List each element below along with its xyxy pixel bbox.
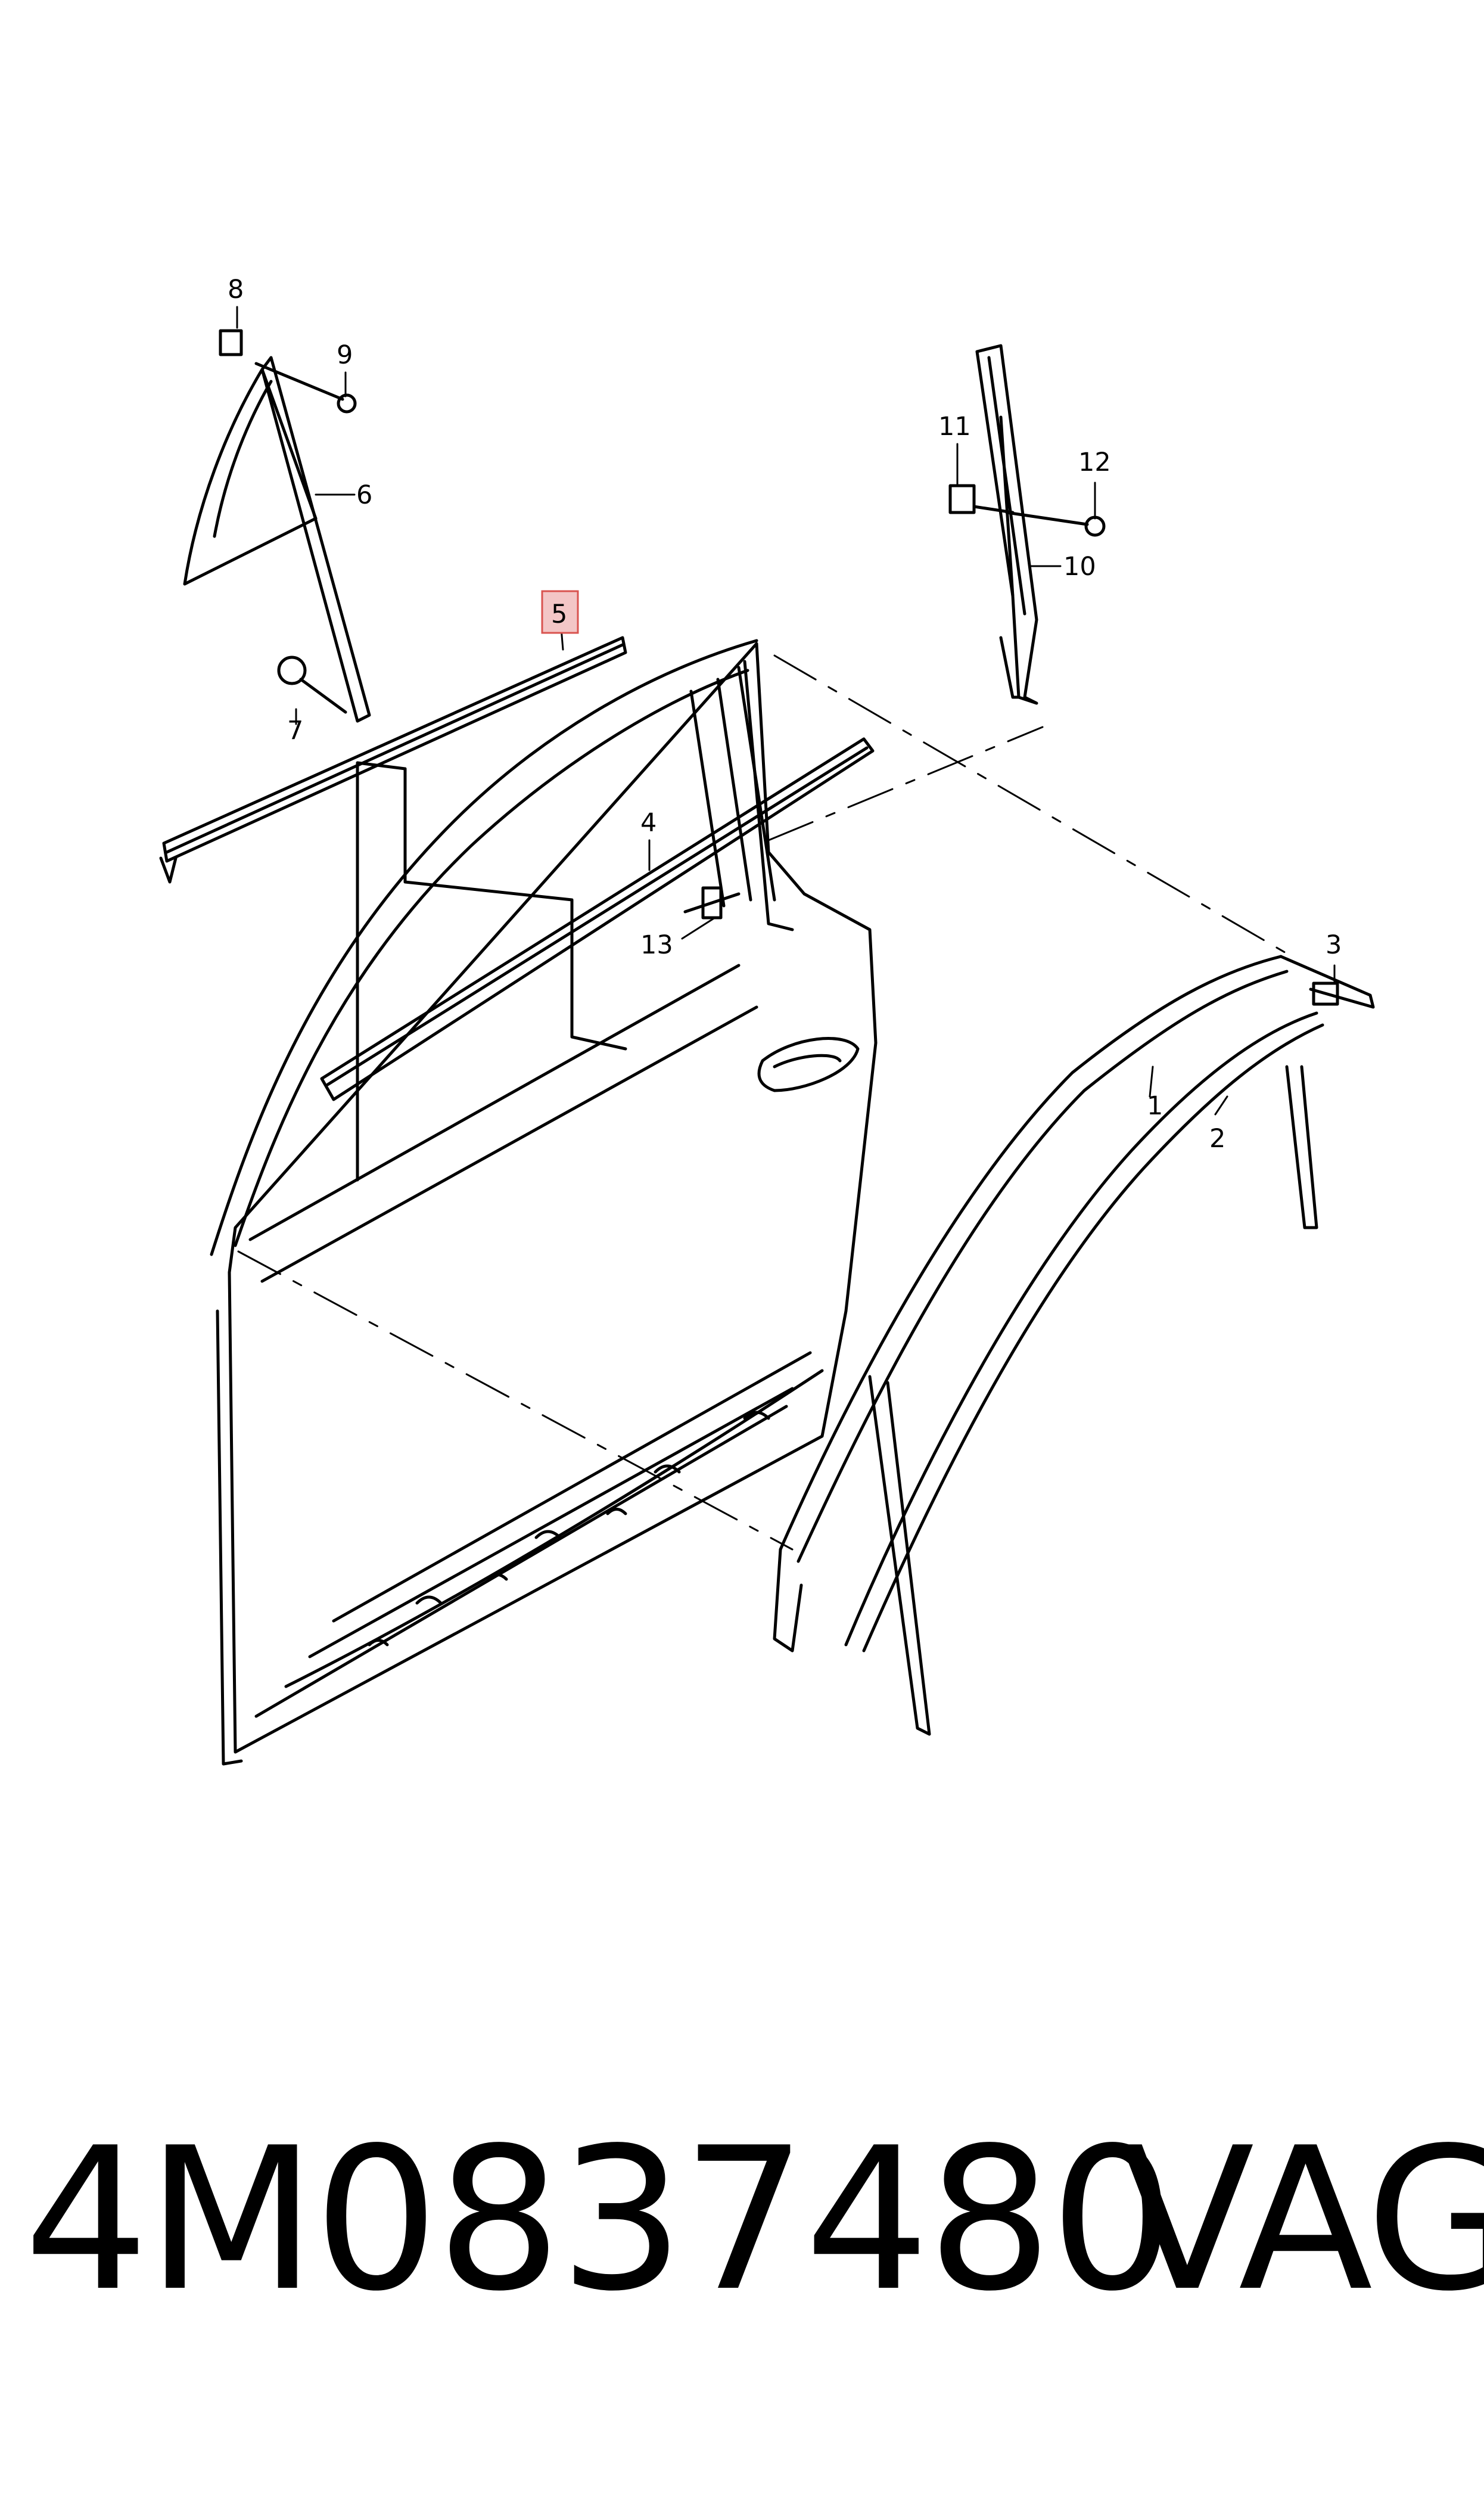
door-seal — [773, 955, 1375, 1736]
callout-12: 12 — [1078, 448, 1111, 477]
assembly-lines — [237, 654, 1288, 1551]
callout-13: 13 — [640, 930, 673, 960]
callout-7: 7 — [287, 716, 303, 746]
callout-2: 2 — [1209, 1124, 1225, 1154]
callout-8: 8 — [228, 275, 244, 305]
bolt-9 — [254, 362, 357, 414]
callout-1: 1 — [1147, 1091, 1163, 1121]
leader-lines — [236, 306, 1336, 1116]
callout-10: 10 — [1063, 552, 1096, 582]
pillar-trim-10 — [975, 344, 1038, 705]
part-number: 4M0837480 — [24, 2105, 1175, 2334]
callout-6: 6 — [356, 480, 372, 510]
door-panel — [210, 639, 878, 1766]
callout-3: 3 — [1326, 930, 1342, 960]
callout-11: 11 — [938, 412, 971, 442]
callout-labels: 1 2 3 4 5 6 7 8 9 10 11 12 13 — [228, 275, 1342, 1154]
bolt-12 — [1005, 511, 1106, 537]
clip-13 — [683, 886, 741, 920]
clip-3 — [1312, 981, 1339, 1006]
quarter-trim-6 — [183, 356, 371, 723]
brand-label: VAG — [1120, 2105, 1484, 2334]
clip-11 — [948, 484, 1015, 514]
window-strip-5 — [159, 636, 627, 884]
callout-9: 9 — [337, 340, 353, 370]
callout-4: 4 — [640, 808, 657, 838]
callout-5: 5 — [551, 600, 567, 629]
callout-5-highlight — [541, 590, 579, 634]
clip-8 — [219, 329, 243, 356]
screw-7 — [277, 656, 347, 714]
